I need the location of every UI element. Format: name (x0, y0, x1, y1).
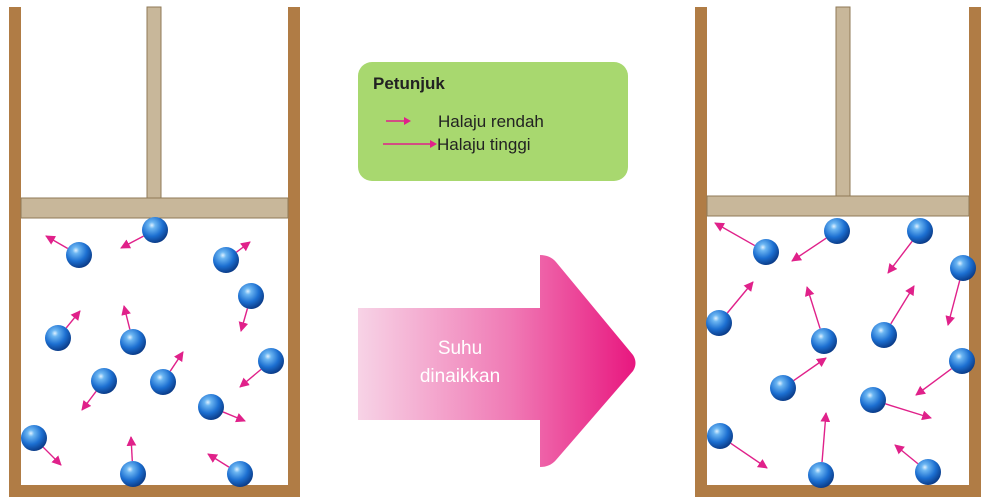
right-molecule-icon (915, 459, 941, 485)
right-molecule-icon (950, 255, 976, 281)
right-velocity-arrow-icon (714, 222, 756, 247)
right-container-base (695, 485, 981, 497)
legend-box: Petunjuk Halaju rendah Halaju tinggi (358, 62, 628, 181)
left-velocity-arrow-icon (121, 305, 131, 330)
left-velocity-arrow-icon (207, 453, 230, 468)
right-molecule-icon (808, 462, 834, 488)
right-container-wall-right (969, 7, 981, 497)
left-velocity-arrow-icon (239, 368, 262, 388)
left-velocity-arrow-icon (81, 390, 97, 411)
left-velocity-arrow-icon (169, 351, 184, 372)
left-container-base (9, 485, 300, 497)
left-container (9, 6, 300, 497)
left-molecule-icon (227, 461, 253, 487)
right-velocity-arrow-icon (793, 357, 827, 382)
right-velocity-arrow-icon (791, 237, 827, 262)
left-velocity-arrow-icon (238, 308, 249, 332)
left-velocity-arrow-icon (42, 446, 62, 466)
right-container-wall-left (695, 7, 707, 497)
right-velocity-arrow-icon (945, 280, 961, 326)
left-velocity-arrow-icon (222, 411, 246, 423)
left-molecule-icon (45, 325, 71, 351)
right-molecule-icon (706, 310, 732, 336)
right-velocity-arrow-icon (887, 240, 913, 274)
right-velocity-arrow-icon (820, 412, 831, 463)
legend-low-label: Halaju rendah (438, 112, 544, 131)
left-piston (20, 197, 289, 219)
left-molecule-icon (258, 348, 284, 374)
left-velocity-arrow-icon (65, 310, 81, 329)
left-container-wall-left (9, 7, 21, 497)
left-molecule-icon (21, 425, 47, 451)
left-molecule-icon (238, 283, 264, 309)
right-molecule-icon (871, 322, 897, 348)
right-molecule-icon (949, 348, 975, 374)
right-molecule-icon (770, 375, 796, 401)
right-molecules (706, 218, 976, 488)
left-molecule-icon (150, 369, 176, 395)
right-molecule-icon (907, 218, 933, 244)
left-velocity-arrow-icon (120, 235, 144, 249)
left-velocity-arrow-icon (126, 436, 137, 462)
short-arrow-icon (386, 117, 411, 125)
right-velocity-arrow-icon (894, 444, 919, 465)
right-velocity-arrow-icon (885, 403, 932, 421)
left-molecule-icon (120, 329, 146, 355)
right-container (695, 6, 981, 497)
right-molecule-icon (707, 423, 733, 449)
long-arrow-icon (383, 140, 437, 148)
right-velocity-arrow-icon (804, 286, 821, 329)
right-molecule-icon (753, 239, 779, 265)
legend-high-label: Halaju tinggi (437, 135, 531, 154)
left-piston-rod (146, 6, 162, 199)
process-arrow-line2: dinaikkan (419, 366, 501, 387)
right-piston (706, 195, 970, 217)
right-molecule-icon (860, 387, 886, 413)
left-molecule-icon (213, 247, 239, 273)
left-molecule-icon (66, 242, 92, 268)
right-velocity-arrow-icon (915, 368, 952, 396)
right-molecule-icon (824, 218, 850, 244)
process-arrow-icon (358, 255, 636, 467)
legend-title: Petunjuk (373, 74, 445, 93)
left-molecules (21, 217, 284, 487)
right-velocity-arrow-icon (730, 442, 768, 469)
process-arrow-line1: Suhu (437, 338, 483, 359)
right-velocity-arrow-icon (726, 281, 754, 314)
left-velocity-arrow-icon (235, 241, 251, 253)
right-velocity-arrow-icon (890, 285, 915, 325)
left-molecule-icon (198, 394, 224, 420)
left-container-wall-right (288, 7, 300, 497)
left-molecule-icon (120, 461, 146, 487)
process-arrow-label: Suhu dinaikkan (360, 335, 560, 391)
right-piston-rod (835, 6, 851, 197)
left-molecule-icon (142, 217, 168, 243)
left-velocity-arrow-icon (45, 235, 69, 250)
right-molecule-icon (811, 328, 837, 354)
left-molecule-icon (91, 368, 117, 394)
